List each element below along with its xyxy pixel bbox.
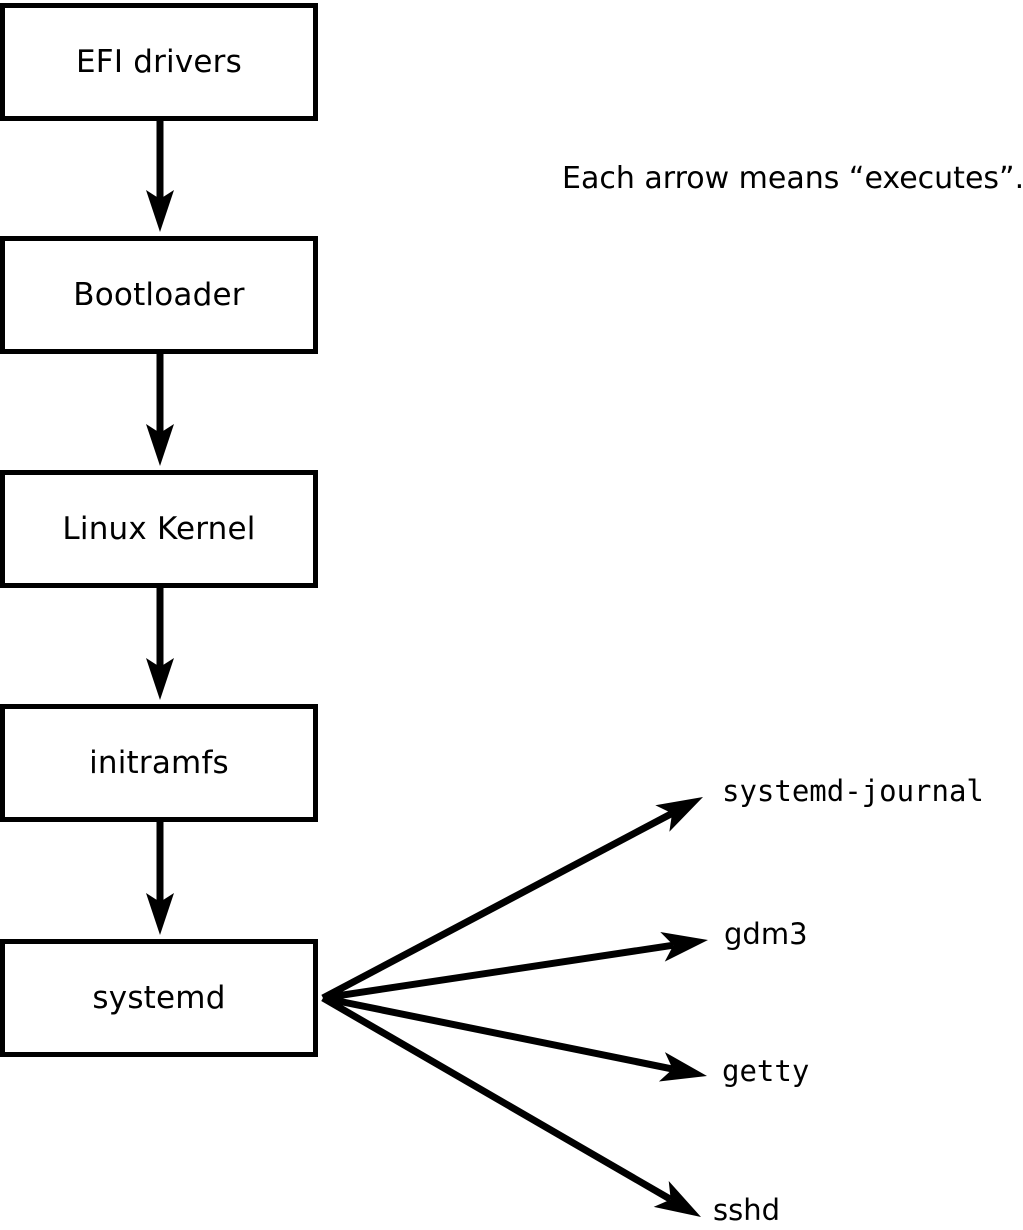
fanout-arrow-group <box>321 797 708 1217</box>
fanout-arrow-head-systemd-journal <box>655 797 703 832</box>
fanout-arrow-shaft-getty <box>322 994 674 1073</box>
node-label-systemd: systemd <box>92 979 226 1016</box>
node-label-linux-kernel: Linux Kernel <box>62 510 256 547</box>
node-label-initramfs: initramfs <box>89 744 229 781</box>
fanout-arrow-head-getty <box>658 1052 707 1082</box>
node-box-initramfs: initramfs <box>0 704 318 822</box>
node-box-systemd: systemd <box>0 939 318 1057</box>
fanout-arrow-head-sshd <box>653 1180 701 1217</box>
chain-arrow-head-efi-drivers <box>146 190 174 232</box>
service-label-systemd-journal: systemd-journal <box>722 774 984 808</box>
node-box-linux-kernel: Linux Kernel <box>0 470 318 588</box>
chain-arrow-head-initramfs <box>146 893 174 935</box>
node-label-bootloader: Bootloader <box>73 276 245 313</box>
fanout-arrow-shaft-systemd-journal <box>321 810 674 1002</box>
chain-arrow-head-bootloader <box>146 424 174 466</box>
service-label-gdm3: gdm3 <box>724 917 808 951</box>
fanout-arrow-shaft-gdm3 <box>322 941 674 1002</box>
service-label-getty: getty <box>722 1054 810 1088</box>
node-label-efi-drivers: EFI drivers <box>76 43 242 80</box>
fanout-arrow-head-gdm3 <box>660 932 708 962</box>
node-box-efi-drivers: EFI drivers <box>0 3 318 121</box>
fanout-arrow-shaft-sshd <box>321 994 673 1203</box>
diagram-caption: Each arrow means “executes”. <box>562 161 1023 196</box>
service-label-sshd: sshd <box>713 1193 781 1227</box>
chain-arrow-head-linux-kernel <box>146 658 174 700</box>
node-box-bootloader: Bootloader <box>0 236 318 354</box>
